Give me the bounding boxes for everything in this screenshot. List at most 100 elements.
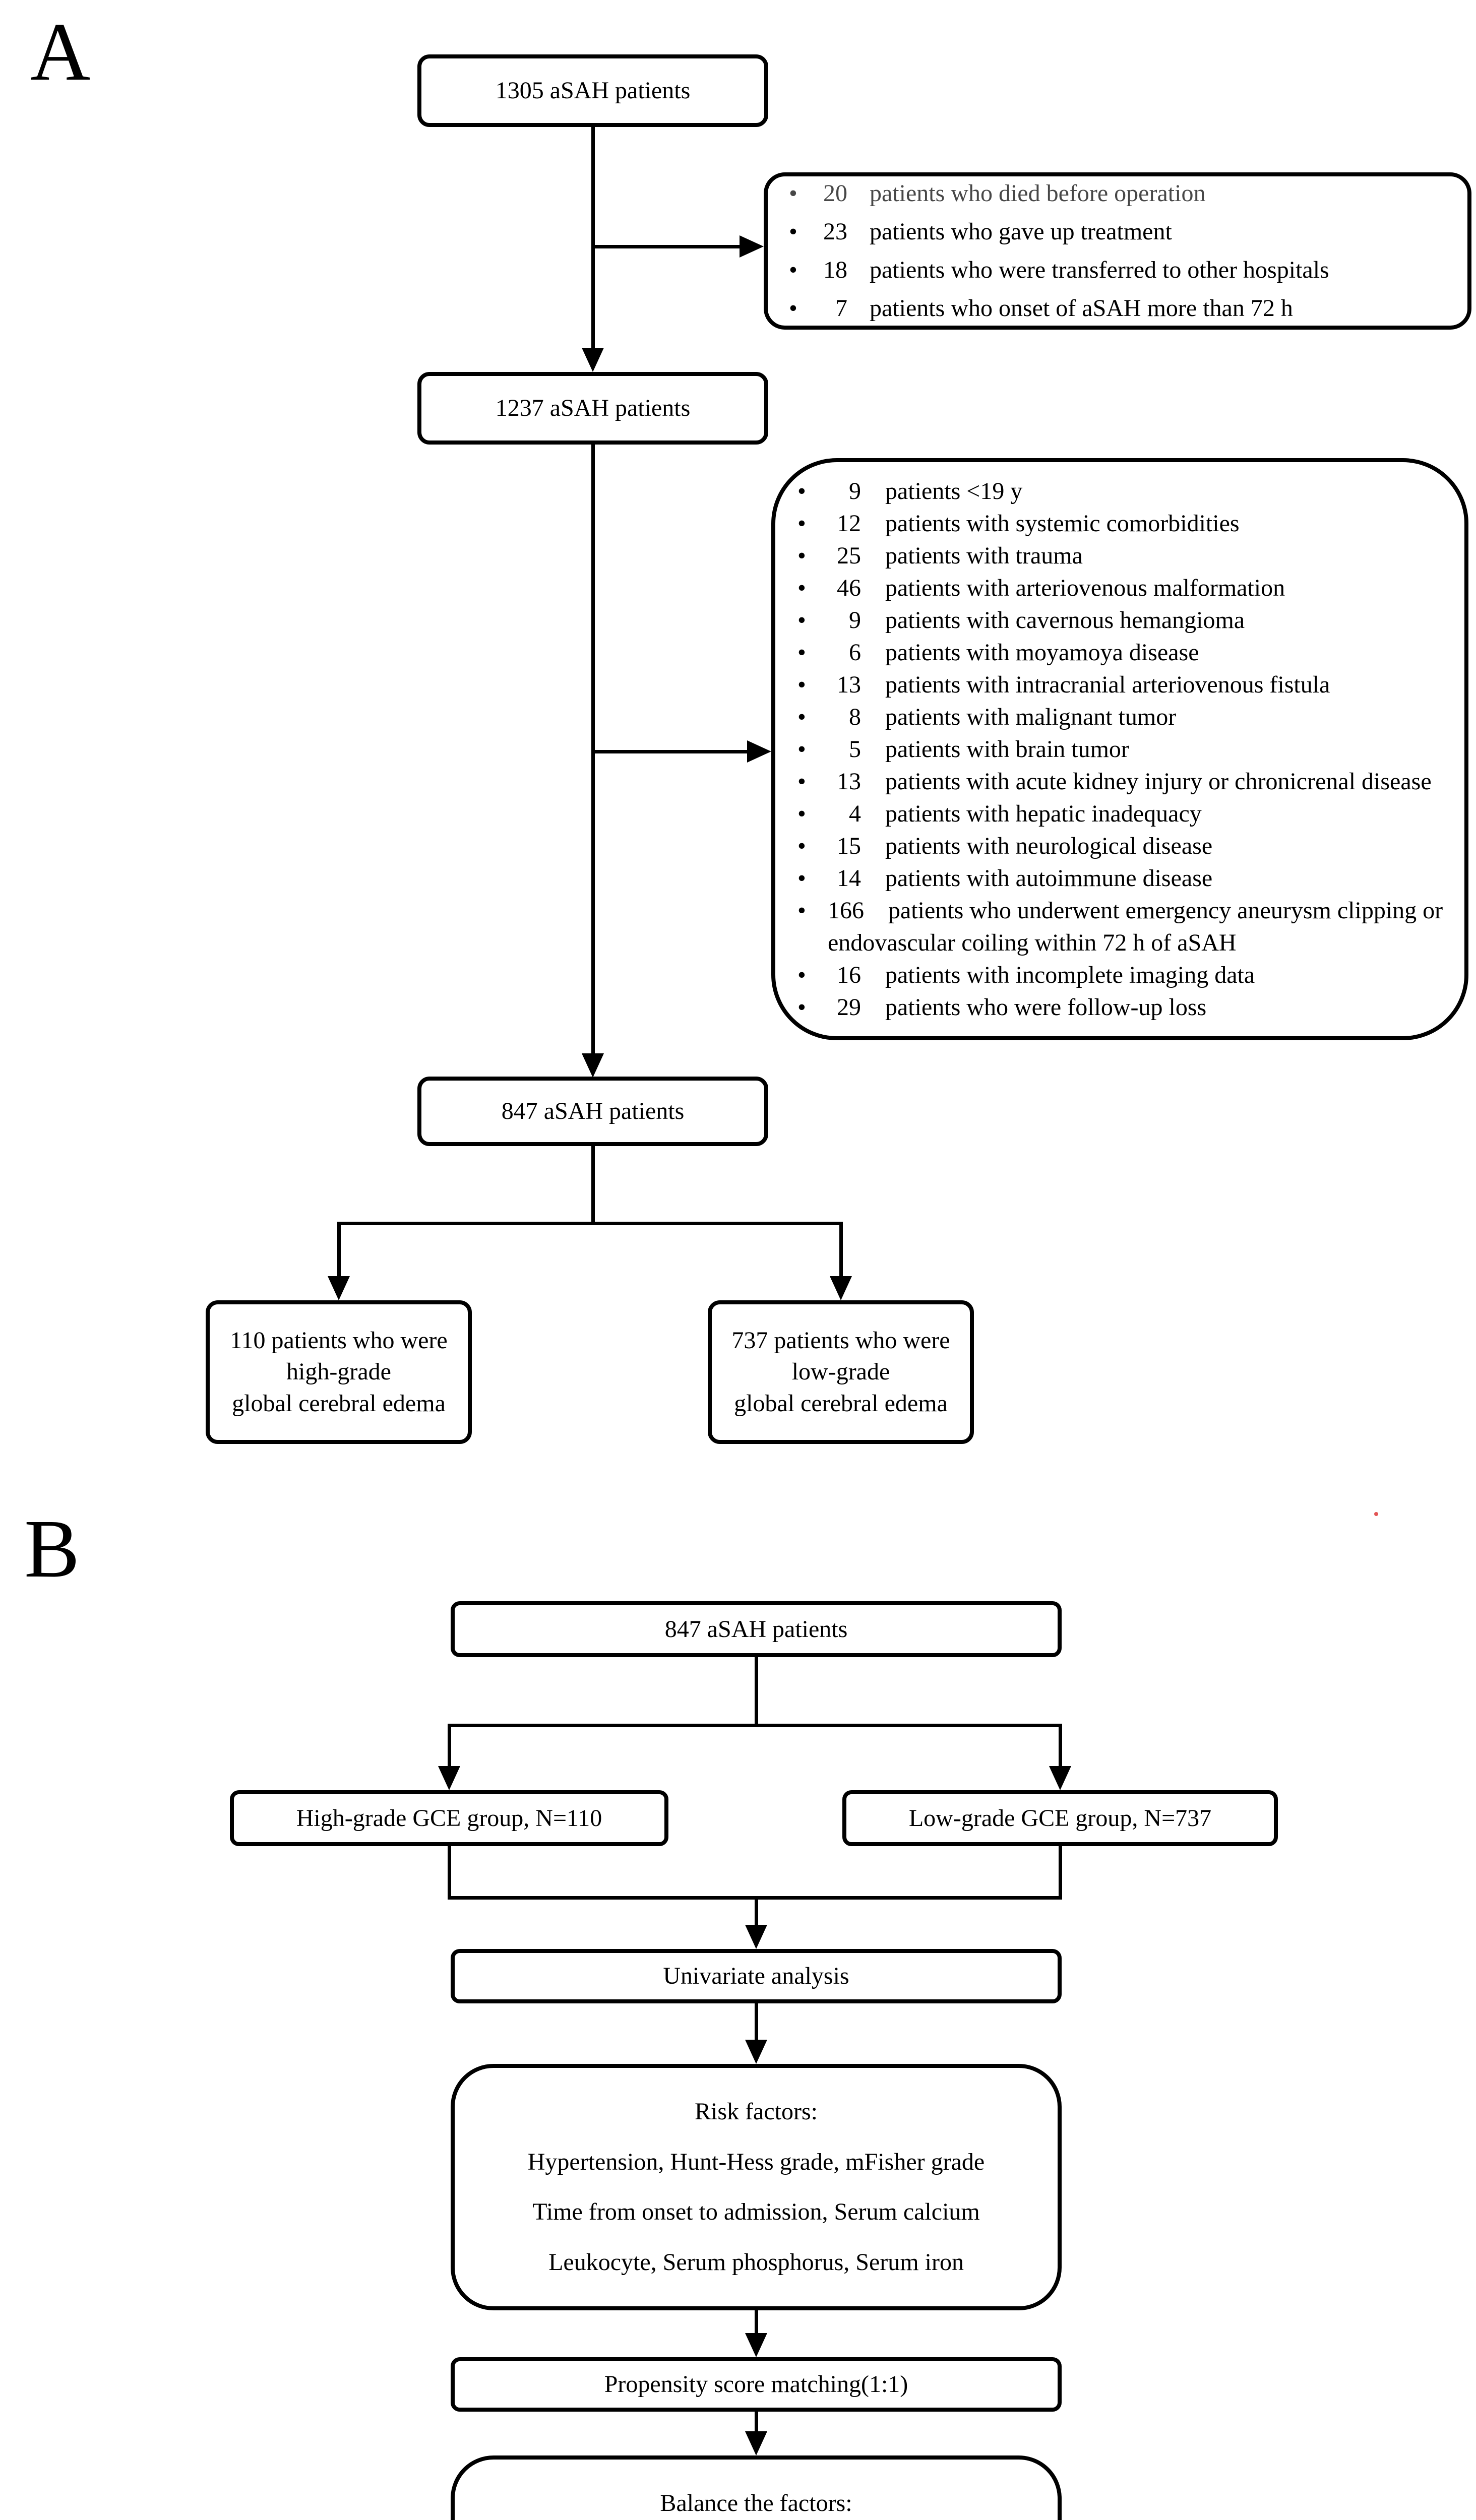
- arrowhead-down-icon: [328, 1276, 350, 1300]
- connector-b-right-merge-1: [1059, 1846, 1062, 1900]
- node-line: Leukocyte, Serum phosphorus, Serum iron: [548, 2248, 964, 2276]
- bullet-icon: •: [797, 864, 806, 892]
- node-1237-asah-patients: 1237 aSAH patients: [417, 372, 768, 445]
- connector-b-left-drop-1: [448, 1724, 451, 1767]
- arrowhead-down-icon: [582, 1053, 604, 1078]
- arrowhead-down-icon: [745, 2040, 767, 2064]
- node-line: Balance the factors:: [660, 2489, 852, 2516]
- bullet-icon: •: [797, 574, 806, 601]
- bullet-icon: •: [797, 800, 806, 827]
- bullet-icon: •: [797, 961, 806, 988]
- bullet-icon: •: [797, 735, 806, 763]
- node-balance-factors: Balance the factors: Hypertension, Hunt-…: [451, 2455, 1062, 2520]
- node-line: Risk factors:: [695, 2098, 818, 2125]
- node-high-grade-gce: 110 patients who were high-grade global …: [206, 1300, 472, 1444]
- bullet-icon: •: [797, 993, 806, 1021]
- node-b-847-asah-patients: 847 aSAH patients: [451, 1601, 1062, 1657]
- node-univariate-analysis: Univariate analysis: [451, 1949, 1062, 2003]
- node-line: 737 patients who were: [731, 1327, 950, 1354]
- node-line: Time from onset to admission, Serum calc…: [532, 2198, 980, 2226]
- node-847-asah-patients: 847 aSAH patients: [417, 1077, 768, 1146]
- bullet-icon: •: [797, 510, 806, 537]
- node-label: 1237 aSAH patients: [495, 395, 691, 421]
- node-label: 847 aSAH patients: [501, 1098, 685, 1124]
- list-item-continuation: endovascular coiling within 72 h of aSAH: [828, 929, 1237, 956]
- bullet-icon: •: [789, 218, 797, 245]
- arrowhead-right-icon: [747, 740, 771, 763]
- node-line: global cerebral edema: [734, 1390, 948, 1417]
- connector-b4-vertical: [755, 2310, 758, 2335]
- arrowhead-down-icon: [582, 348, 604, 372]
- node-label: Low-grade GCE group, N=737: [908, 1804, 1212, 1832]
- connector-a-split: [337, 1222, 842, 1225]
- bullet-icon: •: [797, 542, 806, 569]
- arrowhead-down-icon: [745, 2431, 767, 2455]
- node-label: Univariate analysis: [663, 1963, 849, 1989]
- connector-a-right-drop: [839, 1222, 843, 1277]
- node-label: High-grade GCE group, N=110: [296, 1804, 602, 1832]
- node-line: 110 patients who were: [230, 1327, 448, 1354]
- bullet-icon: •: [797, 768, 806, 795]
- node-line: Hypertension, Hunt-Hess grade, mFisher g…: [527, 2148, 985, 2175]
- node-1305-asah-patients: 1305 aSAH patients: [417, 54, 768, 127]
- bullet-icon: •: [797, 477, 806, 505]
- bullet-icon: •: [789, 180, 797, 207]
- node-label: 847 aSAH patients: [664, 1615, 848, 1643]
- panel-a-label: A: [30, 6, 91, 98]
- connector-b5-vertical: [755, 2412, 758, 2434]
- arrowhead-down-icon: [830, 1276, 852, 1300]
- arrowhead-down-icon: [745, 1925, 767, 1949]
- node-line: high-grade: [286, 1358, 391, 1385]
- bullet-icon: •: [797, 639, 806, 666]
- bullet-icon: •: [797, 703, 806, 730]
- bullet-icon: •: [789, 257, 797, 283]
- connector-a-left-drop: [337, 1222, 341, 1277]
- node-propensity-score-matching: Propensity score matching(1:1): [451, 2357, 1062, 2412]
- node-low-grade-gce: 737 patients who were low-grade global c…: [708, 1300, 974, 1444]
- bullet-icon: •: [797, 606, 806, 634]
- arrowhead-right-icon: [740, 235, 764, 258]
- bullet-icon: •: [797, 832, 806, 859]
- connector-b-right-drop-1: [1059, 1724, 1062, 1767]
- arrowhead-down-icon: [438, 1766, 460, 1790]
- connector-a2-branch: [591, 750, 749, 753]
- connector-b2-vertical: [755, 1896, 758, 1927]
- connector-a1-branch: [591, 245, 744, 248]
- connector-a3-vertical: [591, 1146, 595, 1223]
- arrowhead-down-icon: [745, 2333, 767, 2357]
- bullet-icon: •: [789, 295, 797, 322]
- connector-b-left-merge-1: [448, 1846, 451, 1900]
- node-label: Propensity score matching(1:1): [604, 2371, 908, 2398]
- connector-b-split-1: [448, 1724, 1062, 1727]
- arrowhead-down-icon: [1049, 1766, 1071, 1790]
- connector-b1-vertical: [755, 1657, 758, 1727]
- connector-b3-vertical: [755, 2003, 758, 2043]
- red-dot-artifact: [1374, 1512, 1378, 1516]
- panel-b-label: B: [24, 1502, 80, 1595]
- connector-a1-vertical: [591, 127, 595, 350]
- node-risk-factors: Risk factors: Hypertension, Hunt-Hess gr…: [451, 2064, 1062, 2310]
